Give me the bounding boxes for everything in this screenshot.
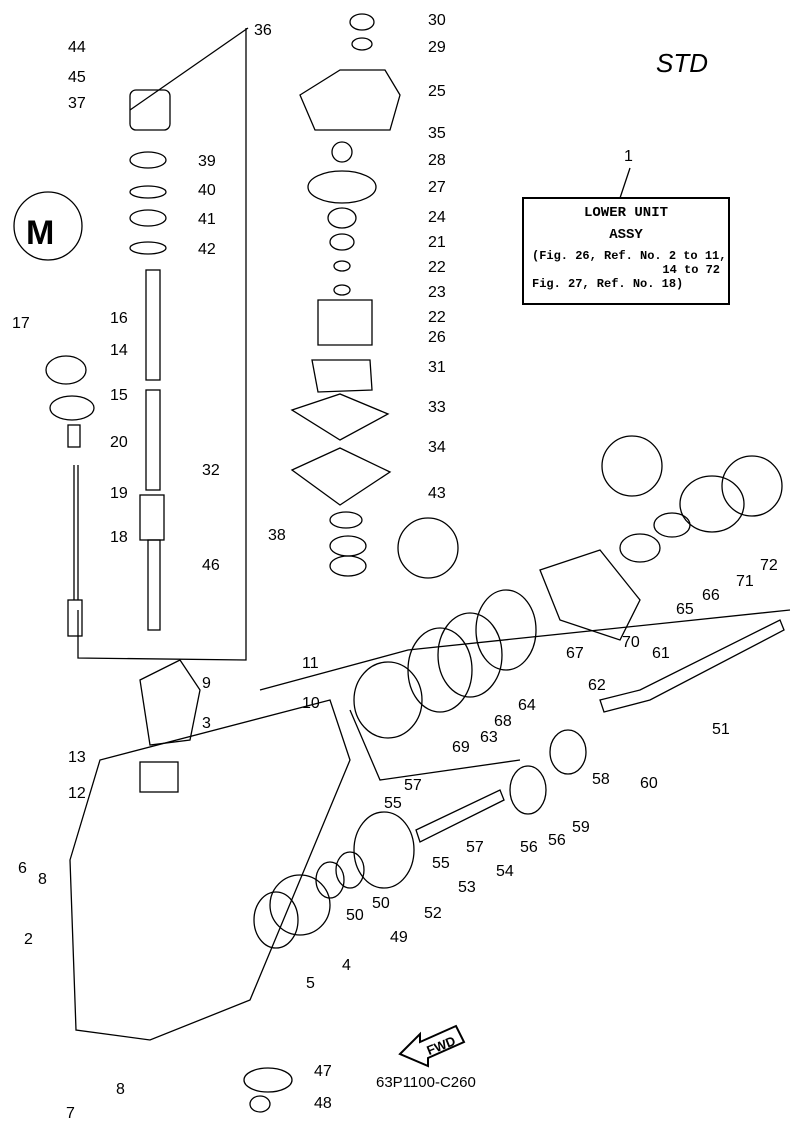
callout-27: 27 [428,179,446,196]
callout-50: 50 [372,895,390,912]
assembly-note-line2: 14 to 72 [662,263,720,277]
callout-68: 68 [494,713,512,730]
callout-14: 14 [110,342,128,359]
drawing-code: 63P1100-C260 [376,1074,476,1091]
callout-56: 56 [520,839,538,856]
callout-56: 56 [548,832,566,849]
callout-3: 3 [202,715,211,732]
callout-42: 42 [198,241,216,258]
callout-39: 39 [198,153,216,170]
callout-35: 35 [428,125,446,142]
callout-38: 38 [268,527,286,544]
assembly-subtitle: ASSY [609,227,643,243]
callout-2: 2 [24,931,33,948]
callout-41: 41 [198,211,216,228]
callout-53: 53 [458,879,476,896]
callout-48: 48 [314,1095,332,1112]
callout-57: 57 [466,839,484,856]
callout-69: 69 [452,739,470,756]
callout-4: 4 [342,957,351,974]
assembly-note: (Fig. 26, Ref. No. 2 to 11, 14 to 72 Fig… [524,249,728,291]
callout-8: 8 [38,871,47,888]
callout-12: 12 [68,785,86,802]
callout-11: 11 [302,655,319,672]
callout-45: 45 [68,69,86,86]
callout-36: 36 [254,22,272,39]
callout-58: 58 [592,771,610,788]
callout-24: 24 [428,209,446,226]
callout-25: 25 [428,83,446,100]
callout-65: 65 [676,601,694,618]
assembly-title: LOWER UNIT [583,205,668,221]
callout-40: 40 [198,182,216,199]
callout-23: 23 [428,284,446,301]
callout-64: 64 [518,697,536,714]
callout-66: 66 [702,587,720,604]
callout-30: 30 [428,12,446,29]
callout-15: 15 [110,387,128,404]
callout-61: 61 [652,645,670,662]
callout-33: 33 [428,399,446,416]
callout-62: 62 [588,677,606,694]
callout-19: 19 [110,485,128,502]
callout-13: 13 [68,749,86,766]
callout-22: 22 [428,309,446,326]
callout-43: 43 [428,485,446,502]
callout-26: 26 [428,329,446,346]
callout-17: 17 [12,315,30,332]
callout-16: 16 [110,310,128,327]
fwd-arrow-icon: FWD [398,1024,466,1068]
callout-50: 50 [346,907,364,924]
callout-70: 70 [622,634,640,651]
assembly-note-line1: (Fig. 26, Ref. No. 2 to 11, [532,249,727,263]
callout-21: 21 [428,234,446,251]
callout-46: 46 [202,557,220,574]
callout-71: 71 [736,573,754,590]
callout-9: 9 [202,675,211,692]
callout-32: 32 [202,462,220,479]
callout-55: 55 [432,855,450,872]
callout-54: 54 [496,863,514,880]
callout-18: 18 [110,529,128,546]
callout-63: 63 [480,729,498,746]
callout-59: 59 [572,819,590,836]
assembly-info-box: LOWER UNIT ASSY (Fig. 26, Ref. No. 2 to … [522,197,730,305]
callout-31: 31 [428,359,446,376]
callout-55: 55 [384,795,402,812]
svg-text:M: M [26,214,54,252]
callout-57: 57 [404,777,422,794]
callout-22: 22 [428,259,446,276]
callout-37: 37 [68,95,86,112]
callout-8: 8 [116,1081,125,1098]
callout-47: 47 [314,1063,332,1080]
callout-72: 72 [760,557,778,574]
callout-6: 6 [18,860,27,877]
variant-label: STD [656,48,708,78]
callout-7: 7 [66,1105,75,1122]
callout-28: 28 [428,152,446,169]
callout-34: 34 [428,439,446,456]
assembly-ref-number: 1 [624,148,633,165]
callout-49: 49 [390,929,408,946]
callout-10: 10 [302,695,320,712]
callout-52: 52 [424,905,442,922]
callout-60: 60 [640,775,658,792]
callout-5: 5 [306,975,315,992]
part-outlines: M [13,13,791,1113]
callout-67: 67 [566,645,584,662]
assembly-note-line3: Fig. 27, Ref. No. 18) [532,277,684,291]
callout-51: 51 [712,721,730,738]
callout-29: 29 [428,39,446,56]
callout-labels: 4445373940414216171415201918324636302925… [12,12,778,1122]
callout-20: 20 [110,434,128,451]
callout-44: 44 [68,39,86,56]
